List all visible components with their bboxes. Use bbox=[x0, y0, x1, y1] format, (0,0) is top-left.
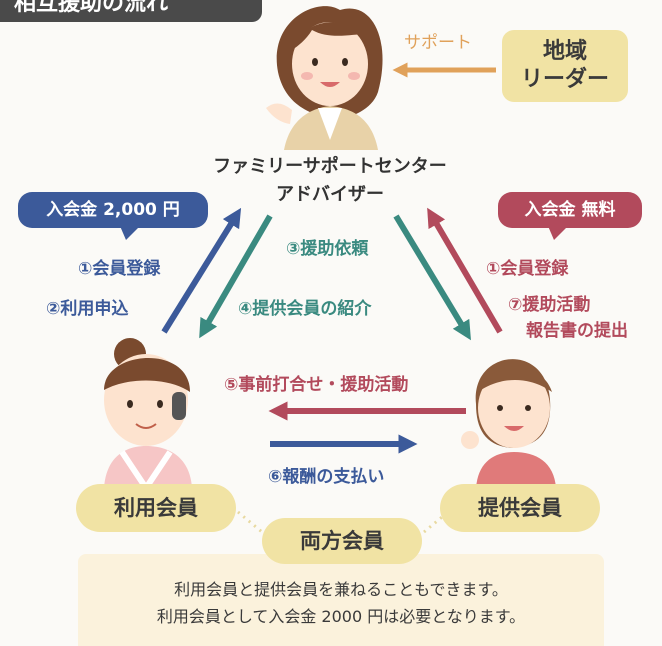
arrow-provider-to-center bbox=[427, 207, 503, 334]
center-title-line1: ファミリーサポートセンター bbox=[213, 156, 447, 177]
step-2-apply: ②利用申込 bbox=[46, 299, 129, 319]
note-box: 利用会員と提供会員を兼ねることもできます。 利用会員として入会金 2000 円は… bbox=[78, 554, 604, 646]
user-fee-bubble: 入会金 2,000 円 bbox=[18, 192, 208, 228]
step-5-meeting-activity: ⑤事前打合せ・援助活動 bbox=[224, 375, 409, 395]
arrow-user-to-center bbox=[161, 207, 242, 334]
connector-right bbox=[423, 510, 449, 534]
step-7-report-line1: ⑦援助活動 bbox=[508, 295, 591, 315]
step-4-introduce-provider: ④提供会員の紹介 bbox=[238, 299, 372, 319]
regional-leader-box: 地域 リーダー bbox=[502, 30, 628, 102]
arrow-center-to-provider bbox=[393, 214, 471, 341]
provider-member-badge: 提供会員 bbox=[440, 484, 600, 532]
note-line1: 利用会員と提供会員を兼ねることもできます。 bbox=[174, 580, 508, 599]
step-6-payment: ⑥報酬の支払い bbox=[268, 467, 385, 487]
step-7-report-line2: 報告書の提出 bbox=[526, 321, 628, 341]
both-member-badge: 両方会員 bbox=[262, 518, 422, 564]
provider-member-icon bbox=[461, 359, 556, 488]
connector-left bbox=[237, 510, 263, 534]
step-3-request: ③援助依頼 bbox=[286, 239, 369, 259]
regional-leader-line2: リーダー bbox=[520, 67, 609, 92]
provider-fee-bubble: 入会金 無料 bbox=[498, 192, 642, 228]
arrow-center-to-user bbox=[199, 214, 273, 339]
regional-leader-line1: 地域 bbox=[542, 39, 587, 64]
note-line2: 利用会員として入会金 2000 円は必要となります。 bbox=[156, 607, 526, 626]
user-member-icon bbox=[104, 338, 192, 494]
page-title: 相互援助の流れ bbox=[0, 0, 262, 22]
step-1-user-register: ①会員登録 bbox=[78, 259, 161, 279]
user-member-badge: 利用会員 bbox=[76, 484, 236, 532]
support-label: サポート bbox=[404, 33, 472, 53]
advisor-icon bbox=[266, 6, 383, 150]
step-1-provider-register: ①会員登録 bbox=[486, 259, 569, 279]
center-title-line2: アドバイザー bbox=[276, 184, 384, 205]
